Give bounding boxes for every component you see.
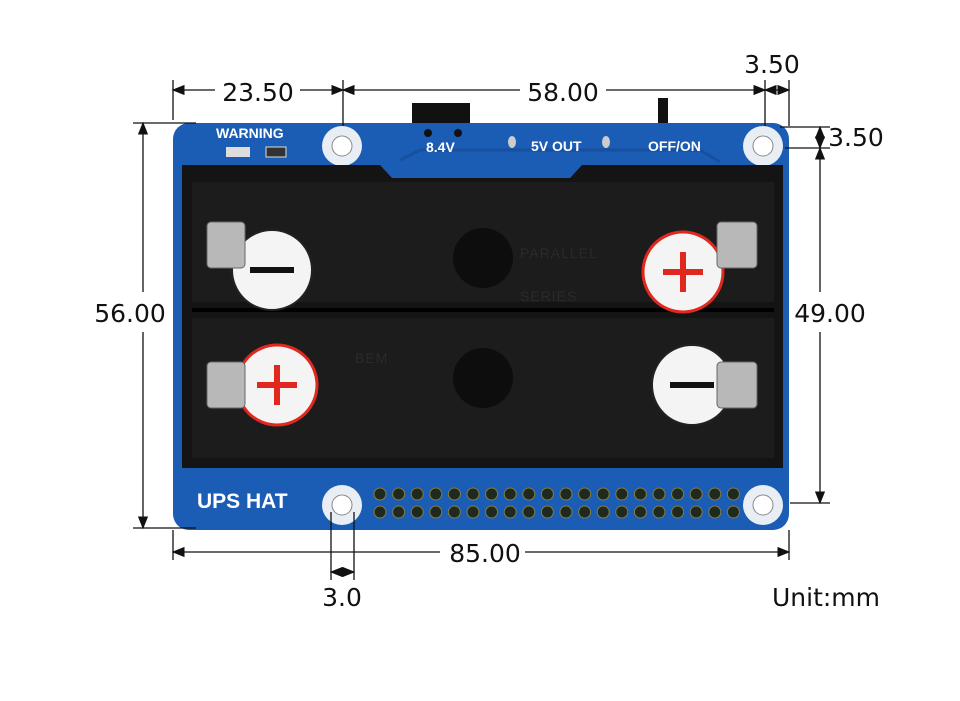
gpio-pin (689, 505, 703, 519)
board-name: UPS HAT (197, 490, 288, 513)
mounting-hole (322, 126, 362, 166)
unit-label: Unit:mm (772, 583, 880, 612)
gpio-pin (652, 505, 666, 519)
gpio-pin (466, 505, 480, 519)
plus-terminal-icon (641, 230, 725, 314)
gpio-pin (447, 505, 461, 519)
power-switch (658, 98, 668, 126)
gpio-pin (540, 487, 554, 501)
gpio-pin (485, 487, 499, 501)
series-marking: SERIES (520, 288, 577, 304)
warning-led (226, 147, 250, 157)
gpio-pin (633, 505, 647, 519)
plus-terminal-icon (235, 343, 319, 427)
gpio-pin (596, 505, 610, 519)
dim-top-mid: 58.00 (527, 78, 599, 107)
gpio-pin (671, 505, 685, 519)
power-connector (412, 103, 470, 125)
gpio-pin (689, 487, 703, 501)
gpio-pin (578, 505, 592, 519)
gpio-pin (578, 487, 592, 501)
gpio-pin (392, 505, 406, 519)
gpio-pin (726, 505, 740, 519)
gpio-pin (373, 505, 387, 519)
gpio-pin (503, 505, 517, 519)
dimension-lines (133, 80, 830, 580)
spring-clips (206, 221, 758, 409)
gpio-pin (559, 487, 573, 501)
gpio-pin (559, 505, 573, 519)
gpio-pin (392, 487, 406, 501)
gpio-pin (485, 505, 499, 519)
warning-label: WARNING (216, 125, 284, 141)
gpio-pin (522, 505, 536, 519)
mounting-hole (743, 485, 783, 525)
minus-terminal-icon (231, 229, 313, 311)
gpio-pin (447, 487, 461, 501)
gpio-pin (708, 505, 722, 519)
gpio-pin (522, 487, 536, 501)
gpio-pin (429, 487, 443, 501)
dim-top-right: 3.50 (744, 50, 800, 79)
gpio-pin (410, 505, 424, 519)
gpio-header (373, 487, 740, 519)
gpio-pin (373, 487, 387, 501)
dim-hole-diameter: 3.0 (322, 583, 362, 612)
gpio-pin (652, 487, 666, 501)
gpio-pin (540, 505, 554, 519)
mounting-hole (322, 485, 362, 525)
dim-right-height: 49.00 (794, 299, 866, 328)
dim-right-top: 3.50 (828, 123, 884, 152)
mounting-hole (743, 126, 783, 166)
gpio-pin (466, 487, 480, 501)
gpio-pin (410, 487, 424, 501)
gpio-pin (708, 487, 722, 501)
brand-marking: BEM (355, 350, 388, 366)
dim-top-left: 23.50 (222, 78, 294, 107)
switch-label: OFF/ON (648, 138, 701, 154)
dim-bottom-width: 85.00 (449, 539, 521, 568)
gpio-pin (596, 487, 610, 501)
dim-left-height: 56.00 (94, 299, 166, 328)
voltage-label: 8.4V (426, 139, 455, 155)
gpio-pin (671, 487, 685, 501)
gpio-pin (503, 487, 517, 501)
gpio-pin (615, 487, 629, 501)
parallel-marking: PARALLEL (520, 245, 598, 261)
gpio-pin (429, 505, 443, 519)
gpio-pin (726, 487, 740, 501)
5v-out-label: 5V OUT (531, 138, 582, 154)
gpio-pin (633, 487, 647, 501)
gpio-pin (615, 505, 629, 519)
